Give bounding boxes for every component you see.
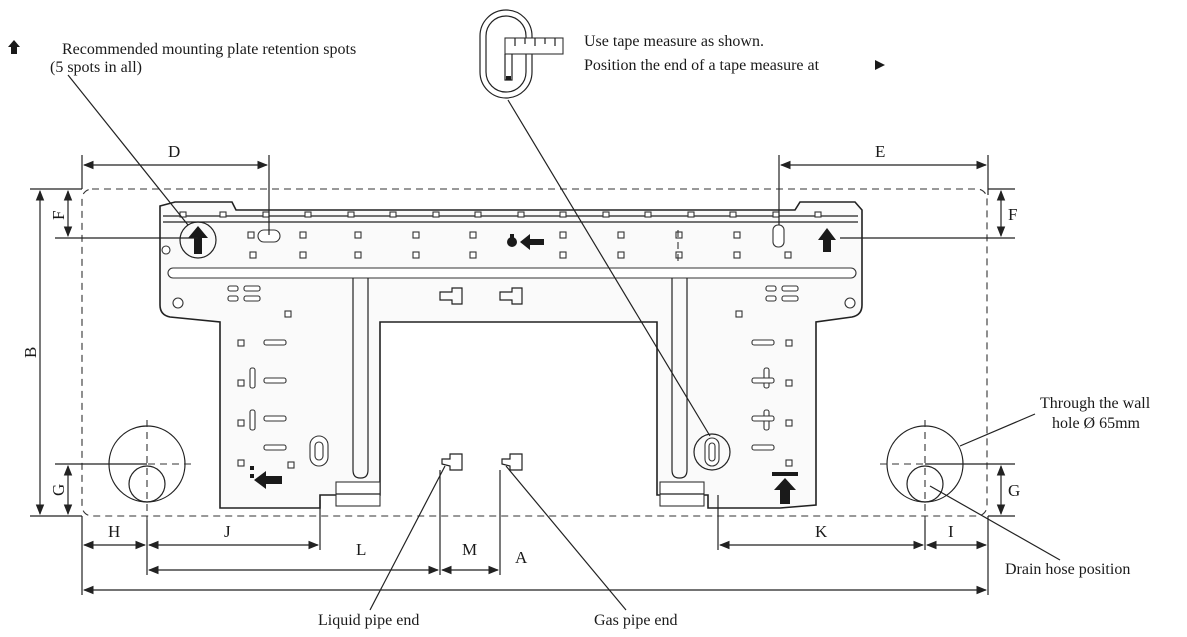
retention-spot-center xyxy=(507,234,544,250)
tape-leader xyxy=(507,99,711,437)
dim-label-f-left: F xyxy=(49,211,68,220)
tape-note-line1: Use tape measure as shown. xyxy=(584,33,764,50)
liquid-pipe-leader xyxy=(369,465,446,611)
dim-label-k: K xyxy=(815,522,828,541)
dim-label-g-right: G xyxy=(1008,481,1020,500)
through-wall-note-line2: hole Ø 65mm xyxy=(1052,415,1141,432)
tape-start-marker xyxy=(693,433,731,471)
drain-hose-note: Drain hose position xyxy=(1005,561,1130,578)
wall-hole-left xyxy=(100,420,195,520)
dim-label-e: E xyxy=(875,142,885,161)
up-arrow-icon xyxy=(8,40,20,54)
retention-spot-left xyxy=(179,221,217,259)
dim-label-m: M xyxy=(462,540,477,559)
tape-note-line2: Position the end of a tape measure at xyxy=(584,57,820,74)
gas-pipe-note: Gas pipe end xyxy=(594,612,678,629)
liquid-pipe-bracket xyxy=(441,453,463,471)
dim-label-b: B xyxy=(21,347,40,358)
retention-spot-lower-left xyxy=(250,466,282,489)
retention-note-line2: (5 spots in all) xyxy=(50,59,142,76)
drain-hose-leader xyxy=(929,485,1061,561)
dim-label-h: H xyxy=(108,522,120,541)
dim-label-l: L xyxy=(356,540,366,559)
extension-lines xyxy=(30,155,1015,595)
mounting-plate xyxy=(159,201,863,509)
dim-label-i: I xyxy=(948,522,954,541)
retention-leader xyxy=(67,74,189,226)
gas-pipe-bracket xyxy=(501,453,523,471)
dim-label-f-right: F xyxy=(1008,205,1017,224)
tape-measure-icon xyxy=(479,9,564,99)
wall-hole-right xyxy=(880,420,975,520)
retention-spot-right xyxy=(818,228,836,252)
through-wall-note-line1: Through the wall xyxy=(1040,395,1151,412)
through-wall-leader xyxy=(959,413,1036,447)
liquid-pipe-note: Liquid pipe end xyxy=(318,612,419,629)
dimension-arrows xyxy=(35,160,1006,595)
dim-label-d: D xyxy=(168,142,180,161)
dim-label-a: A xyxy=(515,548,528,567)
gas-pipe-leader xyxy=(505,465,627,611)
retention-spot-lower-right xyxy=(772,472,798,504)
dim-label-g-left: G xyxy=(49,484,68,496)
retention-note-line1: Recommended mounting plate retention spo… xyxy=(62,41,356,58)
dim-label-j: J xyxy=(224,522,231,541)
play-arrow-icon xyxy=(875,60,885,70)
